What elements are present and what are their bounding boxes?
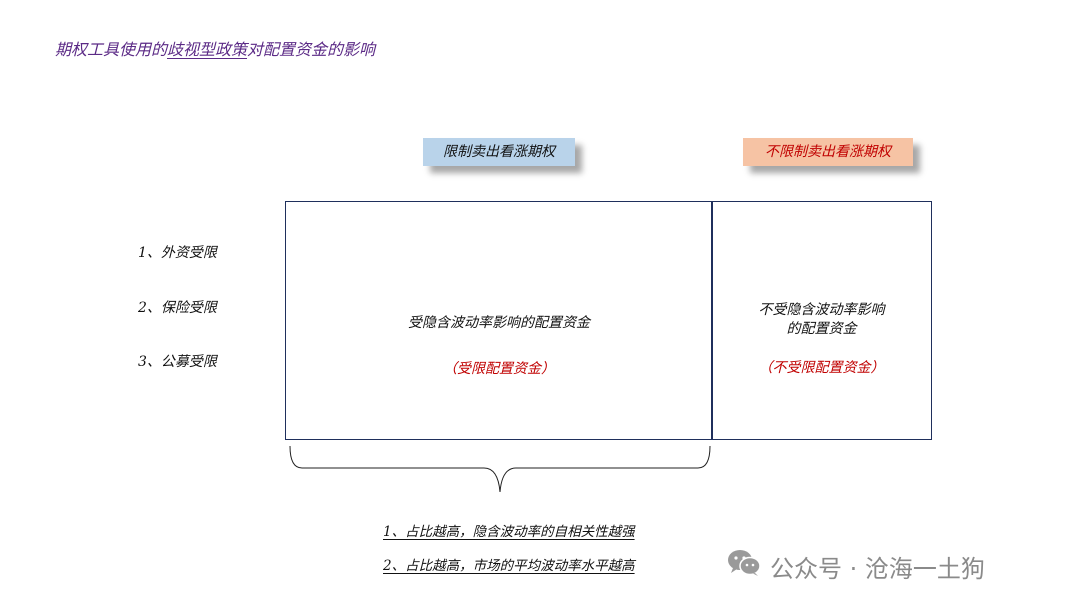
wechat-icon [726, 548, 762, 584]
title-suffix: 对配置资金的影响 [247, 40, 376, 59]
restricted-box-sub: （受限配置资金） [443, 361, 555, 377]
unrestricted-box-sub: （不受限配置资金） [758, 360, 885, 376]
page-title: 期权工具使用的歧视型政策对配置资金的影响 [55, 36, 375, 60]
watermark-text: 公众号 · 沧海一土狗 [770, 554, 985, 583]
restricted-capital-box: 受隐含波动率影响的配置资金 （受限配置资金） [285, 201, 713, 440]
unrestricted-box-main-line1: 不受隐含波动率影响 [758, 302, 885, 318]
row-label-insurance: 2、保险受限 [138, 300, 217, 316]
title-prefix: 期权工具使用的 [55, 40, 168, 59]
tag-restricted-call: 限制卖出看涨期权 [423, 138, 575, 166]
title-highlight: 歧视型政策 [167, 40, 248, 59]
watermark: 公众号 · 沧海一土狗 [726, 549, 985, 583]
note-autocorrelation: 1、占比越高，隐含波动率的自相关性越强 [383, 524, 635, 540]
unrestricted-capital-box: 不受隐含波动率影响 的配置资金 （不受限配置资金） [711, 201, 932, 440]
note-volatility-level: 2、占比越高，市场的平均波动率水平越高 [383, 558, 635, 574]
tag-unrestricted-call: 不限制卖出看涨期权 [743, 138, 913, 166]
row-label-foreign: 1、外资受限 [138, 245, 217, 261]
restricted-box-main: 受隐含波动率影响的配置资金 [408, 315, 590, 331]
row-label-public-fund: 3、公募受限 [138, 354, 217, 370]
unrestricted-box-main-line2: 的配置资金 [786, 321, 857, 337]
curly-brace [289, 445, 711, 493]
